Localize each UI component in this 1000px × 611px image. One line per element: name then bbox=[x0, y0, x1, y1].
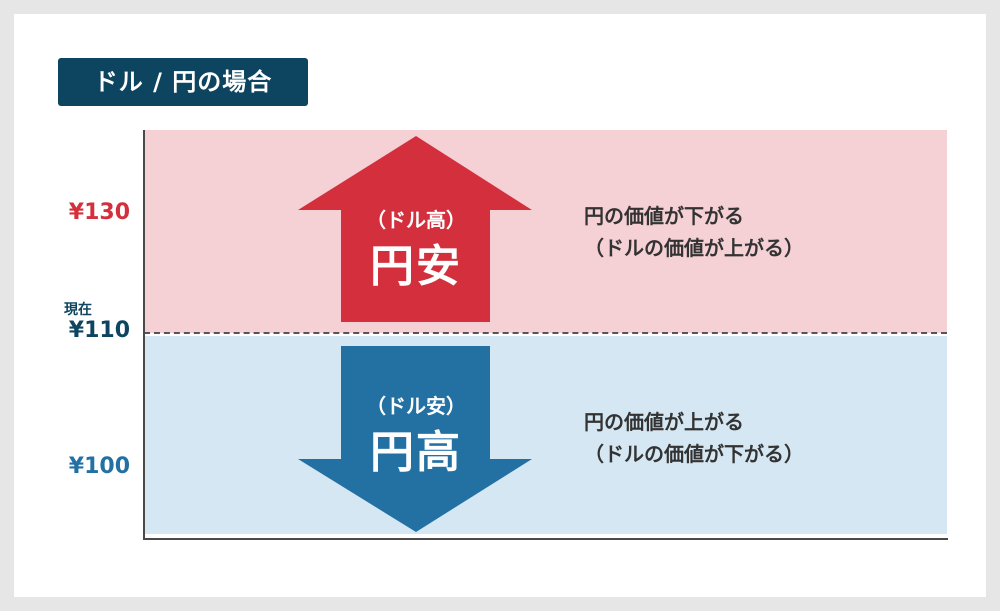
up-arrow bbox=[298, 136, 532, 322]
yen-strong-desc-line2: （ドルの価値が下がる） bbox=[584, 442, 804, 466]
yen-weak-description: 円の価値が下がる （ドルの価値が上がる） bbox=[584, 200, 804, 264]
yen-weak-desc-line2: （ドルの価値が上がる） bbox=[584, 236, 804, 260]
down-arrow-small-label: （ドル安） bbox=[366, 394, 466, 418]
title-badge: ドル / 円の場合 bbox=[58, 58, 308, 106]
x-axis bbox=[143, 538, 948, 540]
yen-weak-desc-line1: 円の価値が下がる bbox=[584, 204, 744, 228]
current-rate-line bbox=[144, 332, 947, 334]
up-arrow-big-label: 円安 bbox=[370, 241, 462, 292]
down-arrow bbox=[298, 346, 532, 532]
yen-strong-description: 円の価値が上がる （ドルの価値が下がる） bbox=[584, 406, 804, 470]
current-label: 現在 bbox=[64, 302, 92, 318]
rate-label-110: ¥110 bbox=[68, 318, 130, 343]
rate-label-100: ¥100 bbox=[68, 454, 130, 479]
yen-strong-desc-line1: 円の価値が上がる bbox=[584, 410, 744, 434]
up-arrow-small-label: （ドル高） bbox=[366, 208, 466, 232]
yen-strong-zone bbox=[144, 336, 947, 534]
yen-weak-zone bbox=[144, 130, 947, 333]
y-axis bbox=[143, 130, 145, 540]
diagram-card: ドル / 円の場合 ¥130 現在 ¥110 ¥100 （ドル高） 円安 （ドル… bbox=[14, 14, 986, 597]
arrows-graphic bbox=[298, 136, 532, 532]
down-arrow-big-label: 円高 bbox=[370, 427, 462, 478]
rate-label-130: ¥130 bbox=[68, 200, 130, 225]
